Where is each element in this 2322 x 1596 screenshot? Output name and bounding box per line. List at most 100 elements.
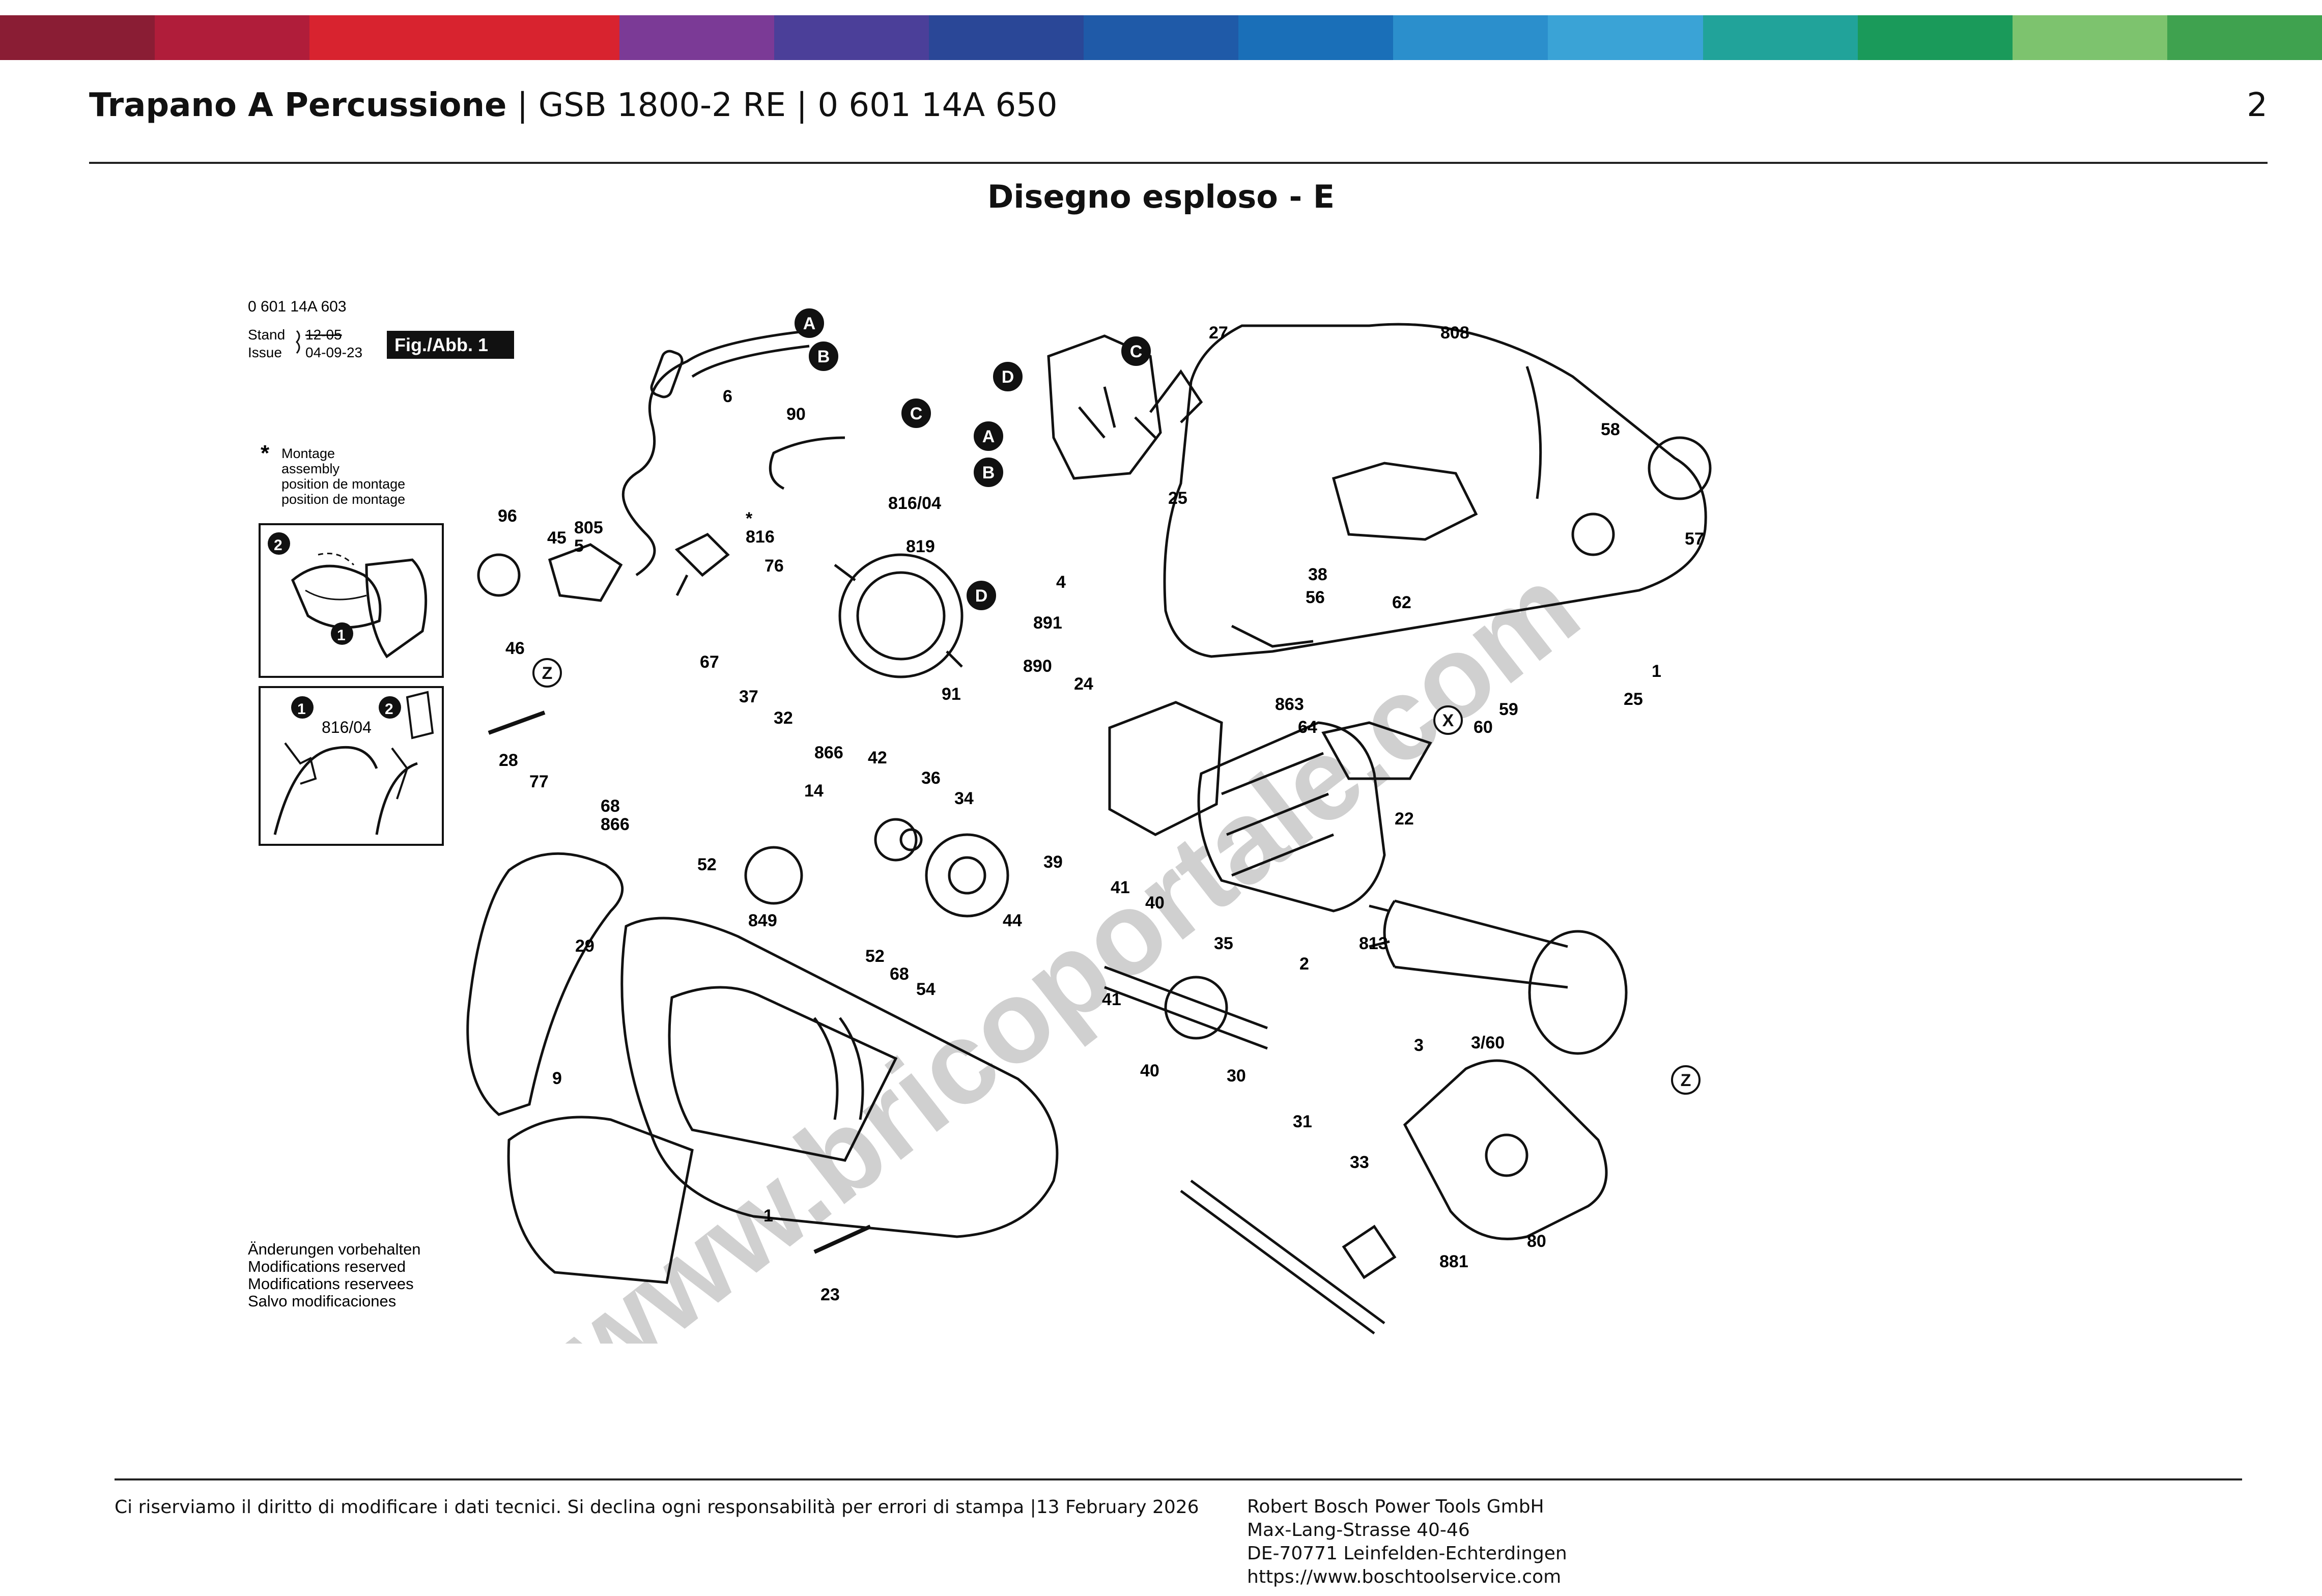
color-band-segment <box>2012 15 2167 60</box>
part-label: 41 <box>1111 878 1130 897</box>
montage-note-line: position de montage <box>281 492 405 507</box>
title-separator: | <box>517 87 528 124</box>
part-label: 25 <box>1168 489 1187 508</box>
color-band-segment <box>464 15 619 60</box>
connector-letter: D <box>1002 367 1014 387</box>
part-label: 2 <box>1299 954 1309 974</box>
part-label: 890 <box>1023 657 1052 676</box>
part-label: 29 <box>575 936 594 956</box>
issue-date: 04-09-23 <box>305 345 362 360</box>
connector-letter: C <box>1130 342 1143 361</box>
part-label: 58 <box>1601 420 1620 439</box>
part-label: 3 <box>1414 1036 1424 1055</box>
part-label: 863 <box>1275 695 1304 714</box>
part-label: 59 <box>1499 700 1518 719</box>
connector-letter: A <box>803 314 816 333</box>
modifications-note-line: Modifications reserved <box>248 1258 406 1275</box>
part-label: 28 <box>499 751 518 770</box>
issue-label: Issue <box>248 345 282 360</box>
part-label: 4 <box>1056 573 1066 592</box>
part-label: 849 <box>748 911 777 930</box>
part-label: 68 <box>890 964 909 984</box>
connector-letter: X <box>1442 711 1454 730</box>
part-label: 56 <box>1306 588 1325 607</box>
color-band-segment <box>1857 15 2013 60</box>
connector-z-marker <box>532 658 562 688</box>
modifications-note-line: Modifications reservees <box>248 1275 414 1293</box>
city-address: DE-70771 Leinfelden-Echterdingen <box>1247 1543 1567 1564</box>
part-label: 35 <box>1214 934 1233 953</box>
connector-letter: Z <box>542 664 553 683</box>
part-label: 6 <box>723 387 732 406</box>
part-label: 27 <box>1209 323 1228 343</box>
part-label: 819 <box>906 537 935 556</box>
section-title: Disegno esploso - E <box>987 178 1335 215</box>
part-label: 33 <box>1350 1153 1369 1172</box>
stand-date-struck: 12-05 <box>305 327 342 343</box>
connector-d-marker <box>993 362 1023 391</box>
part-label: 813 <box>1359 934 1388 953</box>
part-label: 1 <box>763 1206 773 1226</box>
montage-asterisk: * <box>261 441 270 466</box>
brace-icon <box>295 330 300 354</box>
part-label: 3/60 <box>1471 1033 1505 1052</box>
color-band-segment <box>2167 15 2322 60</box>
fig-label-box <box>387 331 514 359</box>
part-label: 39 <box>1043 852 1063 872</box>
svg-text:2: 2 <box>274 537 282 554</box>
part-label: 60 <box>1474 718 1493 737</box>
connector-letter: A <box>982 427 995 446</box>
website-link[interactable]: https://www.boschtoolservice.com <box>1247 1566 1562 1587</box>
part-label: 40 <box>1145 893 1165 913</box>
footer-address: Robert Bosch Power Tools GmbH Max-Lang-S… <box>1247 1495 2010 1589</box>
model-name: GSB 1800-2 RE <box>538 87 786 124</box>
svg-text:1: 1 <box>337 627 346 644</box>
part-label: 37 <box>739 687 758 706</box>
part-label: 40 <box>1140 1061 1159 1080</box>
part-label: 52 <box>697 855 717 874</box>
color-band-segment <box>1238 15 1394 60</box>
color-band-segment <box>0 15 155 60</box>
footer-rule <box>115 1478 2242 1480</box>
connector-d-marker <box>967 581 996 610</box>
street-address: Max-Lang-Strasse 40-46 <box>1247 1520 1470 1541</box>
color-band-segment <box>309 15 465 60</box>
part-label: 62 <box>1392 593 1411 612</box>
inset-part-label: 816/04 <box>322 718 372 736</box>
connector-x-marker <box>1433 705 1463 735</box>
part-label: 23 <box>820 1285 840 1304</box>
part-label: 42 <box>868 748 887 767</box>
svg-text:1: 1 <box>297 701 306 718</box>
part-label: 76 <box>764 556 784 576</box>
parts-drawing <box>466 323 1712 1335</box>
part-label: *816 <box>746 509 775 547</box>
color-band-segment <box>928 15 1084 60</box>
connector-b-marker <box>809 341 838 371</box>
color-band-segment <box>1393 15 1548 60</box>
connector-a-marker <box>974 421 1003 451</box>
part-label: 808 <box>1440 323 1469 343</box>
part-label: 30 <box>1227 1066 1246 1086</box>
connector-a-marker <box>795 308 824 338</box>
color-band-segment <box>155 15 310 60</box>
connector-b-marker <box>974 458 1003 487</box>
part-label: 38 <box>1308 565 1327 584</box>
part-label: 91 <box>942 685 961 704</box>
connector-c-marker <box>1121 336 1151 366</box>
color-band-segment <box>774 15 929 60</box>
part-label: 52 <box>865 947 885 966</box>
part-label: 96 <box>498 506 517 526</box>
part-label: 881 <box>1439 1252 1468 1271</box>
part-number: 0 601 14A 650 <box>817 87 1058 124</box>
connector-c-marker <box>901 398 931 428</box>
drawing-number: 0 601 14A 603 <box>248 298 347 315</box>
part-label: 54 <box>916 980 936 999</box>
fig-label: Fig./Abb. 1 <box>394 334 488 355</box>
part-label: 9 <box>552 1069 562 1088</box>
part-label: 34 <box>954 789 974 808</box>
